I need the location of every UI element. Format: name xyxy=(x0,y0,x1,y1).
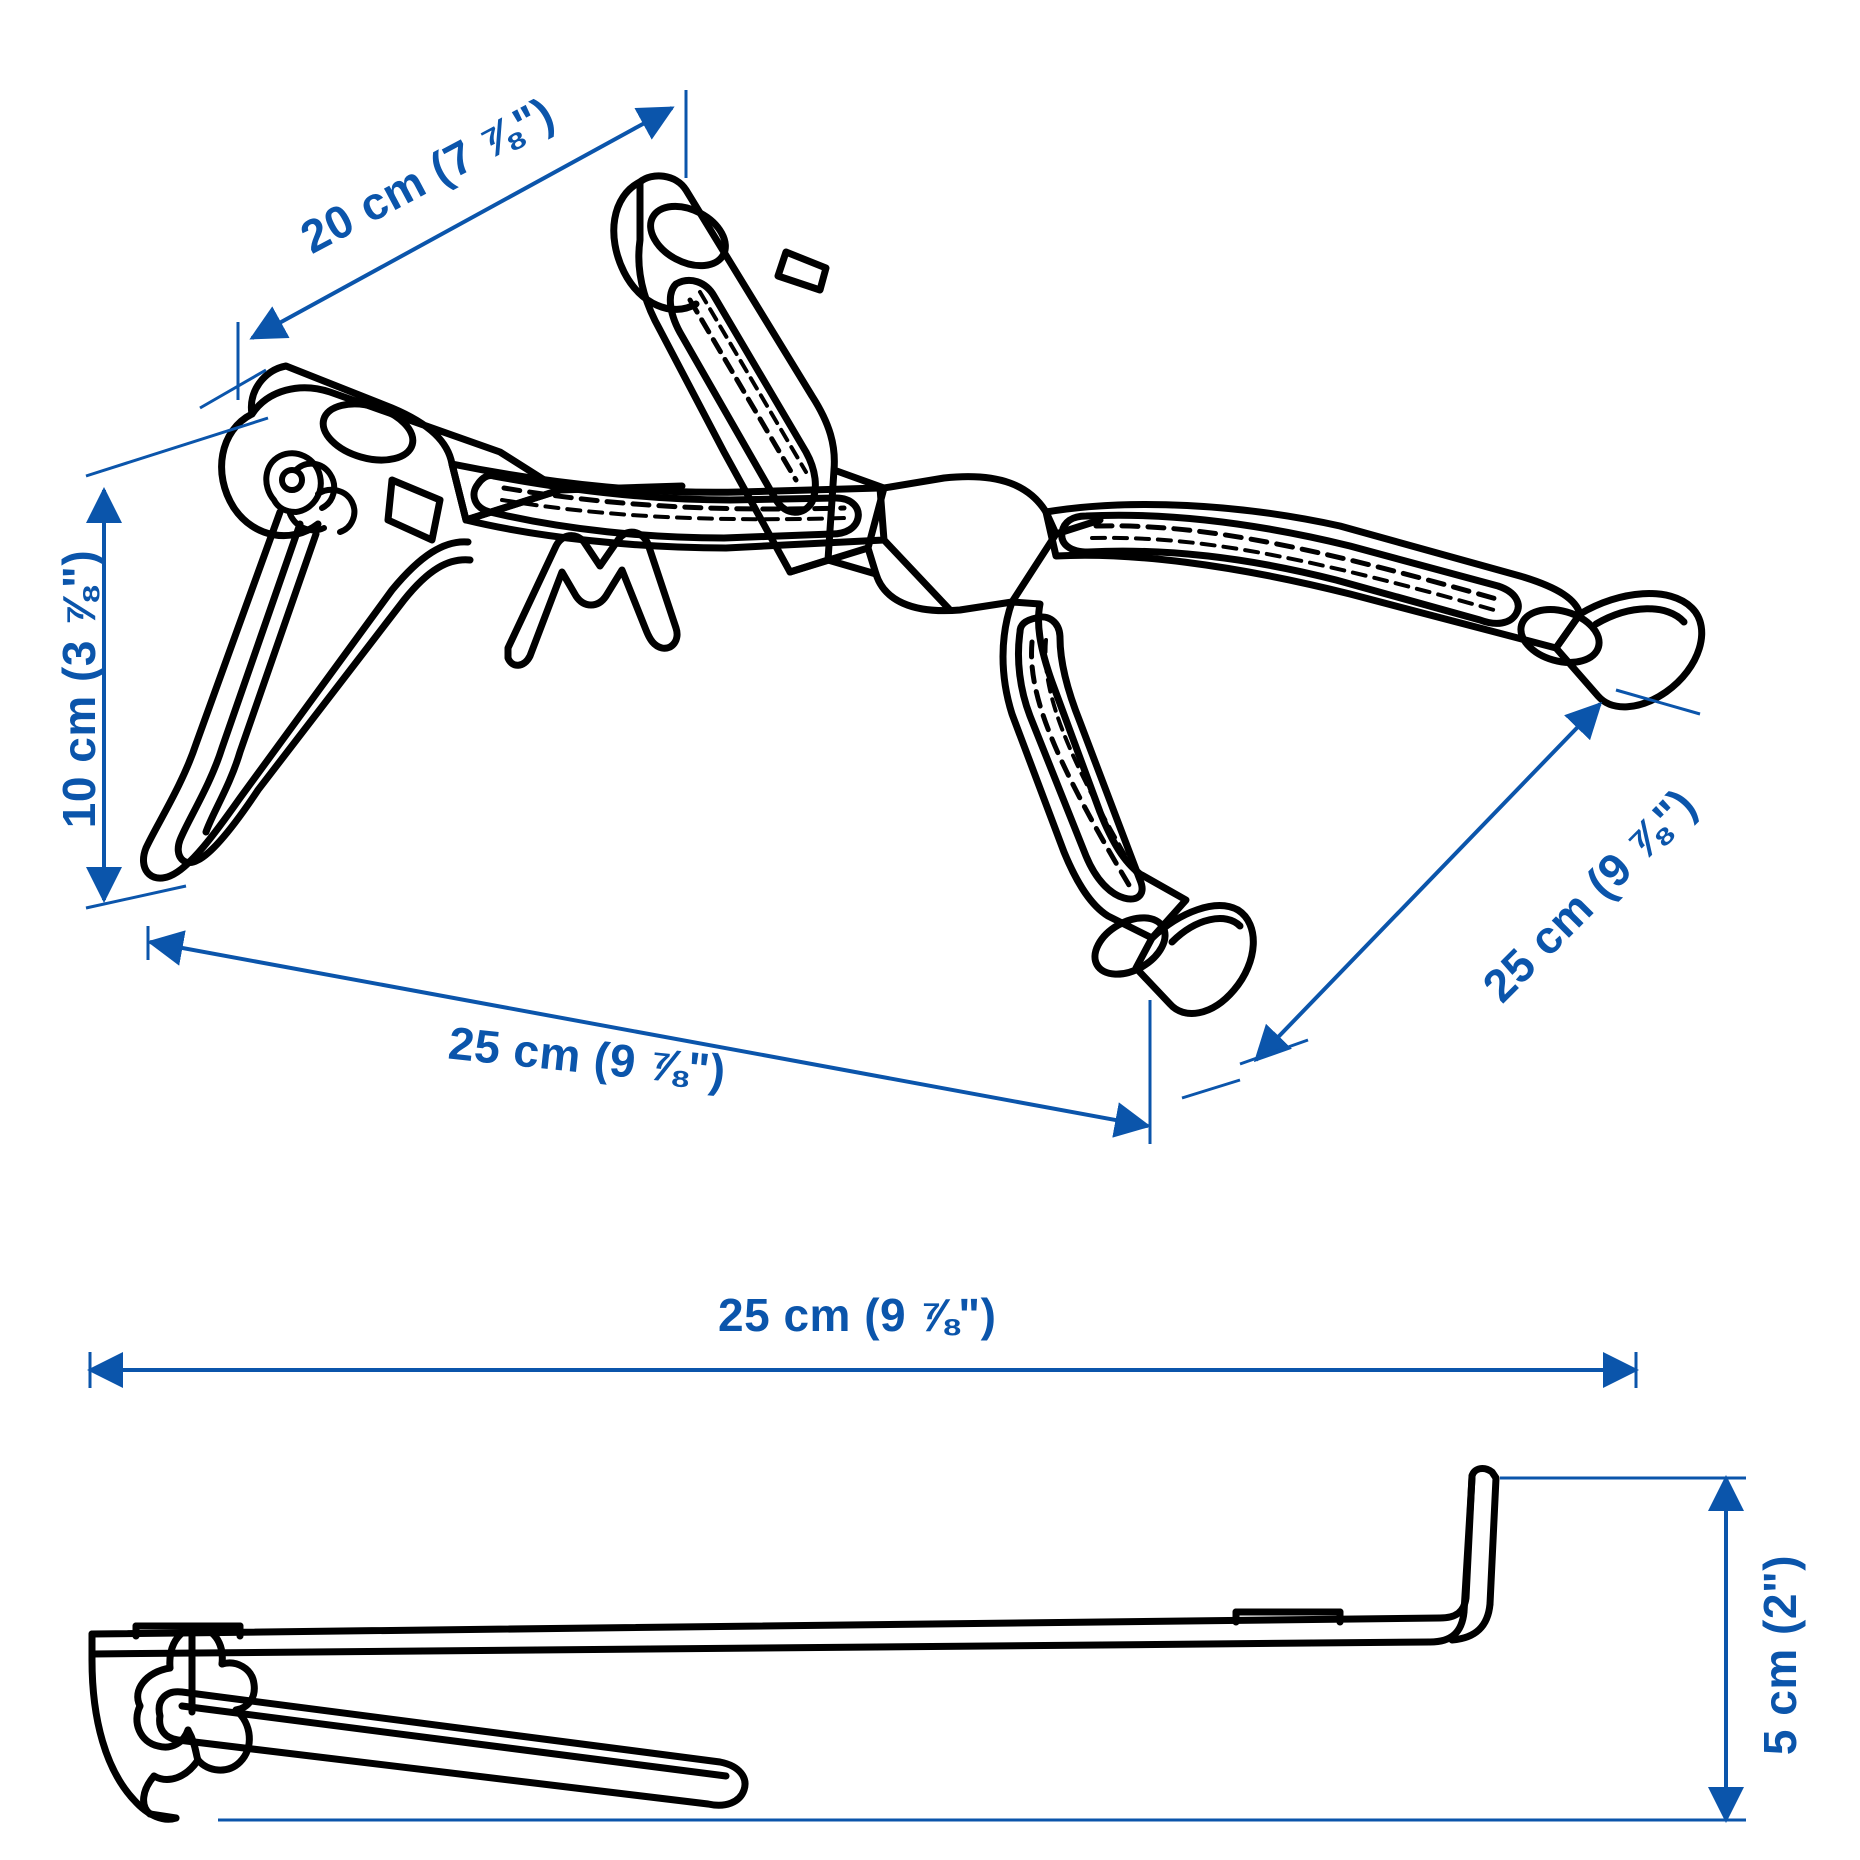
rear-prong-inner-slot-dash xyxy=(687,297,799,483)
isometric-view xyxy=(140,172,1706,1017)
dim-25cm-right-line xyxy=(1253,701,1603,1063)
right-arm-outer xyxy=(1042,501,1584,652)
pivot-hinge xyxy=(263,450,358,535)
dim-25cm-right-ext-c xyxy=(1239,1038,1309,1066)
dim-label-10cm: 10 cm (3 ⅞") xyxy=(53,549,106,829)
lower-right-arm-dash1 xyxy=(1029,639,1135,893)
right-arm-dash2 xyxy=(1090,535,1496,612)
right-arm-inner-slot xyxy=(1058,511,1522,627)
dim-label-25cm-side: 25 cm (9 ⅞") xyxy=(718,1289,997,1341)
rear-prong-tab xyxy=(774,248,830,294)
side-lip-tip xyxy=(1468,1465,1500,1608)
front-left-prong-tab xyxy=(384,476,444,544)
dim-25cm-left-line xyxy=(147,930,1151,1138)
side-lip-inner xyxy=(1448,1600,1494,1644)
right-arm-dash1 xyxy=(1093,523,1503,603)
left-arm-outer xyxy=(448,460,888,552)
support-leg-wire-2 xyxy=(174,520,474,866)
dim-25cm-right-ext-a xyxy=(1181,1078,1241,1100)
right-arm-tip-hole xyxy=(1517,606,1603,666)
prong-bridge-left xyxy=(556,482,686,494)
rear-to-hub xyxy=(830,466,888,492)
front-left-prong-head xyxy=(218,410,322,540)
left-arm-dash2 xyxy=(500,498,848,522)
dim-20cm-line xyxy=(249,106,675,340)
dim-20cm-ext-start2 xyxy=(199,368,267,410)
side-view xyxy=(88,1465,1500,1823)
lower-right-tip-lip-inner xyxy=(1168,915,1244,946)
rear-prong-support xyxy=(824,556,880,578)
support-leg-wire-3 xyxy=(202,530,320,836)
side-notch-right-2 xyxy=(1232,1608,1344,1626)
rear-prong-inner-slot-dash2 xyxy=(698,290,808,474)
lower-right-arm-dash2 xyxy=(1043,638,1144,886)
front-left-prong-outer xyxy=(247,362,564,524)
lower-right-tip-lip xyxy=(1132,902,1257,1017)
right-arm-tip-lip xyxy=(1552,590,1706,711)
dim-10cm-ext-bot xyxy=(85,884,187,910)
side-notch-left-2 xyxy=(132,1622,244,1640)
right-arm-tip-lip-inner xyxy=(1592,605,1688,628)
prong-bridge-left2 xyxy=(462,486,564,524)
front-left-prong-hole xyxy=(319,400,417,464)
hub-edge-a xyxy=(880,536,954,614)
side-body-bottom xyxy=(88,1474,1476,1658)
dim-25cm-right-ext-b xyxy=(1615,688,1701,716)
side-ground-edge xyxy=(146,1810,180,1822)
dim-10cm-ext-top xyxy=(85,416,269,478)
support-leg-wire xyxy=(140,508,472,882)
rear-prong-support-2 xyxy=(786,544,872,576)
dim-label-5cm-side: 5 cm (2") xyxy=(1754,1554,1807,1756)
side-support-leg-line xyxy=(178,1702,730,1780)
left-arm-inner-slot xyxy=(470,472,862,542)
wire-catch-zigzag xyxy=(504,528,681,669)
side-support-leg xyxy=(155,1688,749,1809)
